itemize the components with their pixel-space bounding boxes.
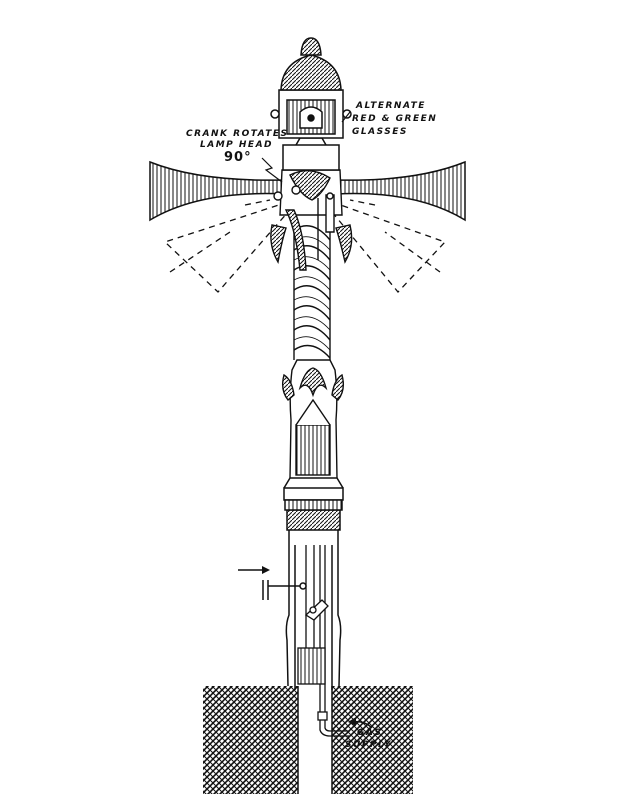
spiral-column bbox=[293, 215, 331, 360]
callout-crank-angle: 90° bbox=[224, 150, 252, 165]
gas-supply-arrow-icon bbox=[348, 717, 373, 729]
callout-gas-line1: GAS bbox=[357, 728, 383, 738]
crank-handle bbox=[262, 580, 307, 600]
lamp-head bbox=[270, 37, 352, 171]
callout-crank-line1: CRANK ROTATES bbox=[186, 129, 289, 139]
callout-gas-line2: SUPPLY bbox=[345, 740, 392, 750]
ornamental-shaft bbox=[281, 359, 345, 479]
callout-glasses-line3: GLASSES bbox=[352, 127, 408, 137]
internal-mechanism bbox=[297, 545, 350, 737]
ground-soil bbox=[203, 686, 413, 794]
dragon-collar-ornament bbox=[270, 169, 353, 271]
crank-arrow-icon bbox=[238, 566, 270, 574]
callout-leaders bbox=[261, 111, 351, 183]
left-signal-arm bbox=[149, 160, 287, 222]
right-signal-arm bbox=[335, 160, 466, 222]
callout-glasses-line2: RED & GREEN bbox=[352, 114, 438, 124]
rotated-arm-outlines bbox=[163, 199, 447, 293]
callout-glasses-line1: ALTERNATE bbox=[356, 101, 426, 111]
lower-pillar bbox=[283, 477, 344, 690]
callout-crank-line2: LAMP HEAD bbox=[200, 140, 274, 150]
